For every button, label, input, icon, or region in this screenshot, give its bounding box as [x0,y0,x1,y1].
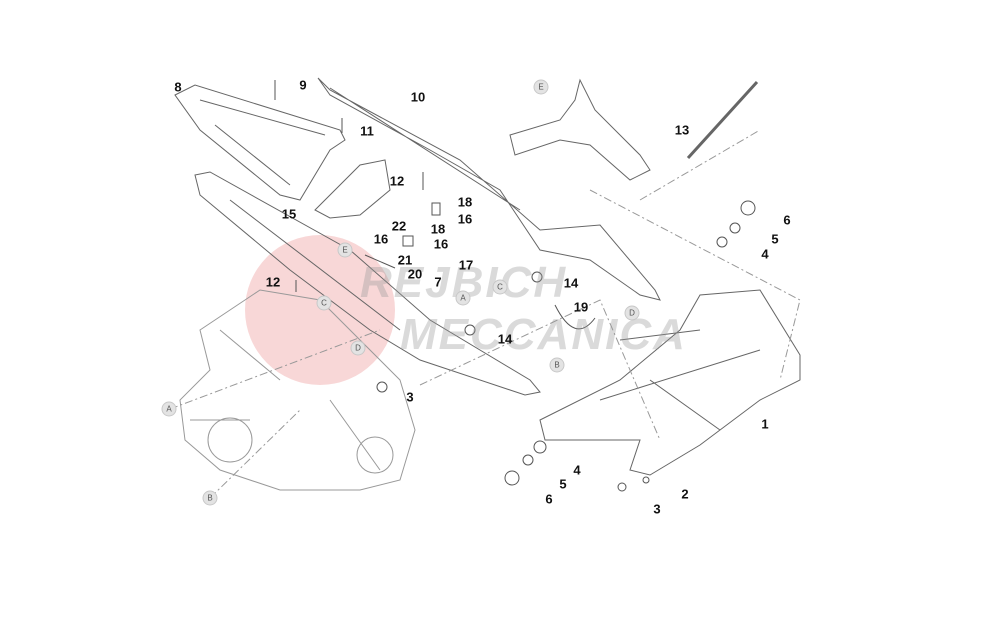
ref-marker-d: D [350,340,366,356]
callout-3: 3 [406,389,414,405]
callout-6: 6 [545,491,553,507]
intake-pipe [509,78,651,181]
bracket [314,159,391,219]
ref-marker-c: C [316,295,332,311]
callout-4: 4 [761,246,769,262]
callout-14: 14 [497,331,513,347]
callout-19: 19 [573,299,589,315]
ref-marker-a: A [161,401,177,417]
callout-1: 1 [761,416,769,432]
callout-16: 16 [373,231,389,247]
ref-marker-d: D [624,305,640,321]
callout-2: 2 [681,486,689,502]
grab-rail [174,84,346,201]
callout-13: 13 [674,122,690,138]
callout-15: 15 [281,206,297,222]
callout-14: 14 [563,275,579,291]
callout-5: 5 [559,476,567,492]
callout-20: 20 [407,266,423,282]
engine [179,289,416,491]
callout-16: 16 [457,211,473,227]
ref-marker-e: E [337,242,353,258]
tail-panel [194,171,541,396]
callout-3: 3 [653,501,661,517]
ref-marker-b: B [202,490,218,506]
callout-11: 11 [360,123,374,139]
callout-10: 10 [410,89,426,105]
ref-marker-a: A [455,290,471,306]
callout-6: 6 [783,212,791,228]
callout-4: 4 [573,462,581,478]
ref-marker-e: E [533,79,549,95]
callout-12: 12 [389,173,405,189]
main-frame [539,289,801,476]
ref-marker-b: B [549,357,565,373]
callout-22: 22 [391,218,407,234]
callout-5: 5 [771,231,779,247]
callout-18: 18 [430,221,446,237]
callout-21: 21 [397,252,413,268]
callout-16: 16 [433,236,449,252]
long-bolt [686,80,759,160]
ref-marker-c: C [492,279,508,295]
subframe [317,77,661,301]
callout-8: 8 [174,79,182,95]
callout-17: 17 [458,257,474,273]
callout-18: 18 [457,194,473,210]
callout-12: 12 [265,274,281,290]
callout-7: 7 [434,274,442,290]
callout-9: 9 [299,77,307,93]
watermark-line2: MECCANICA [400,310,687,359]
